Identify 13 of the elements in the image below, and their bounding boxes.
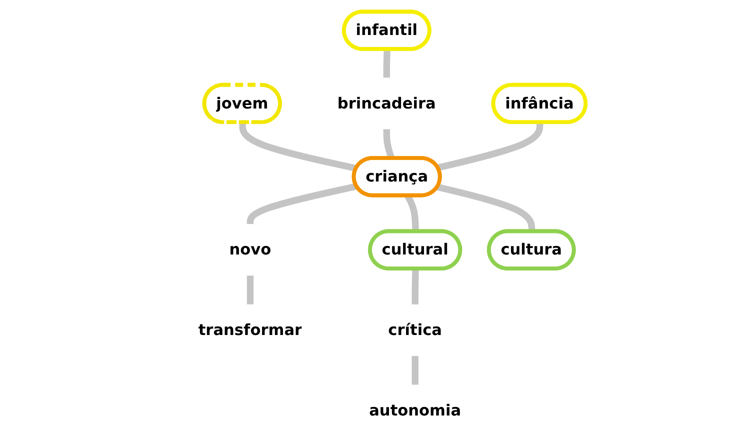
- node-text: autonomia: [368, 400, 461, 420]
- node-text: crítica: [388, 320, 442, 339]
- connector: [436, 184, 536, 232]
- connector: [246, 274, 254, 306]
- node-text: brincadeira: [337, 94, 436, 112]
- connector: [246, 183, 358, 225]
- node-text: transformar: [198, 320, 302, 339]
- node-text: novo: [229, 240, 272, 258]
- connector: [436, 122, 544, 171]
- connector: [383, 48, 390, 79]
- connector: [412, 355, 418, 386]
- connector: [239, 122, 357, 172]
- connector: [412, 268, 419, 306]
